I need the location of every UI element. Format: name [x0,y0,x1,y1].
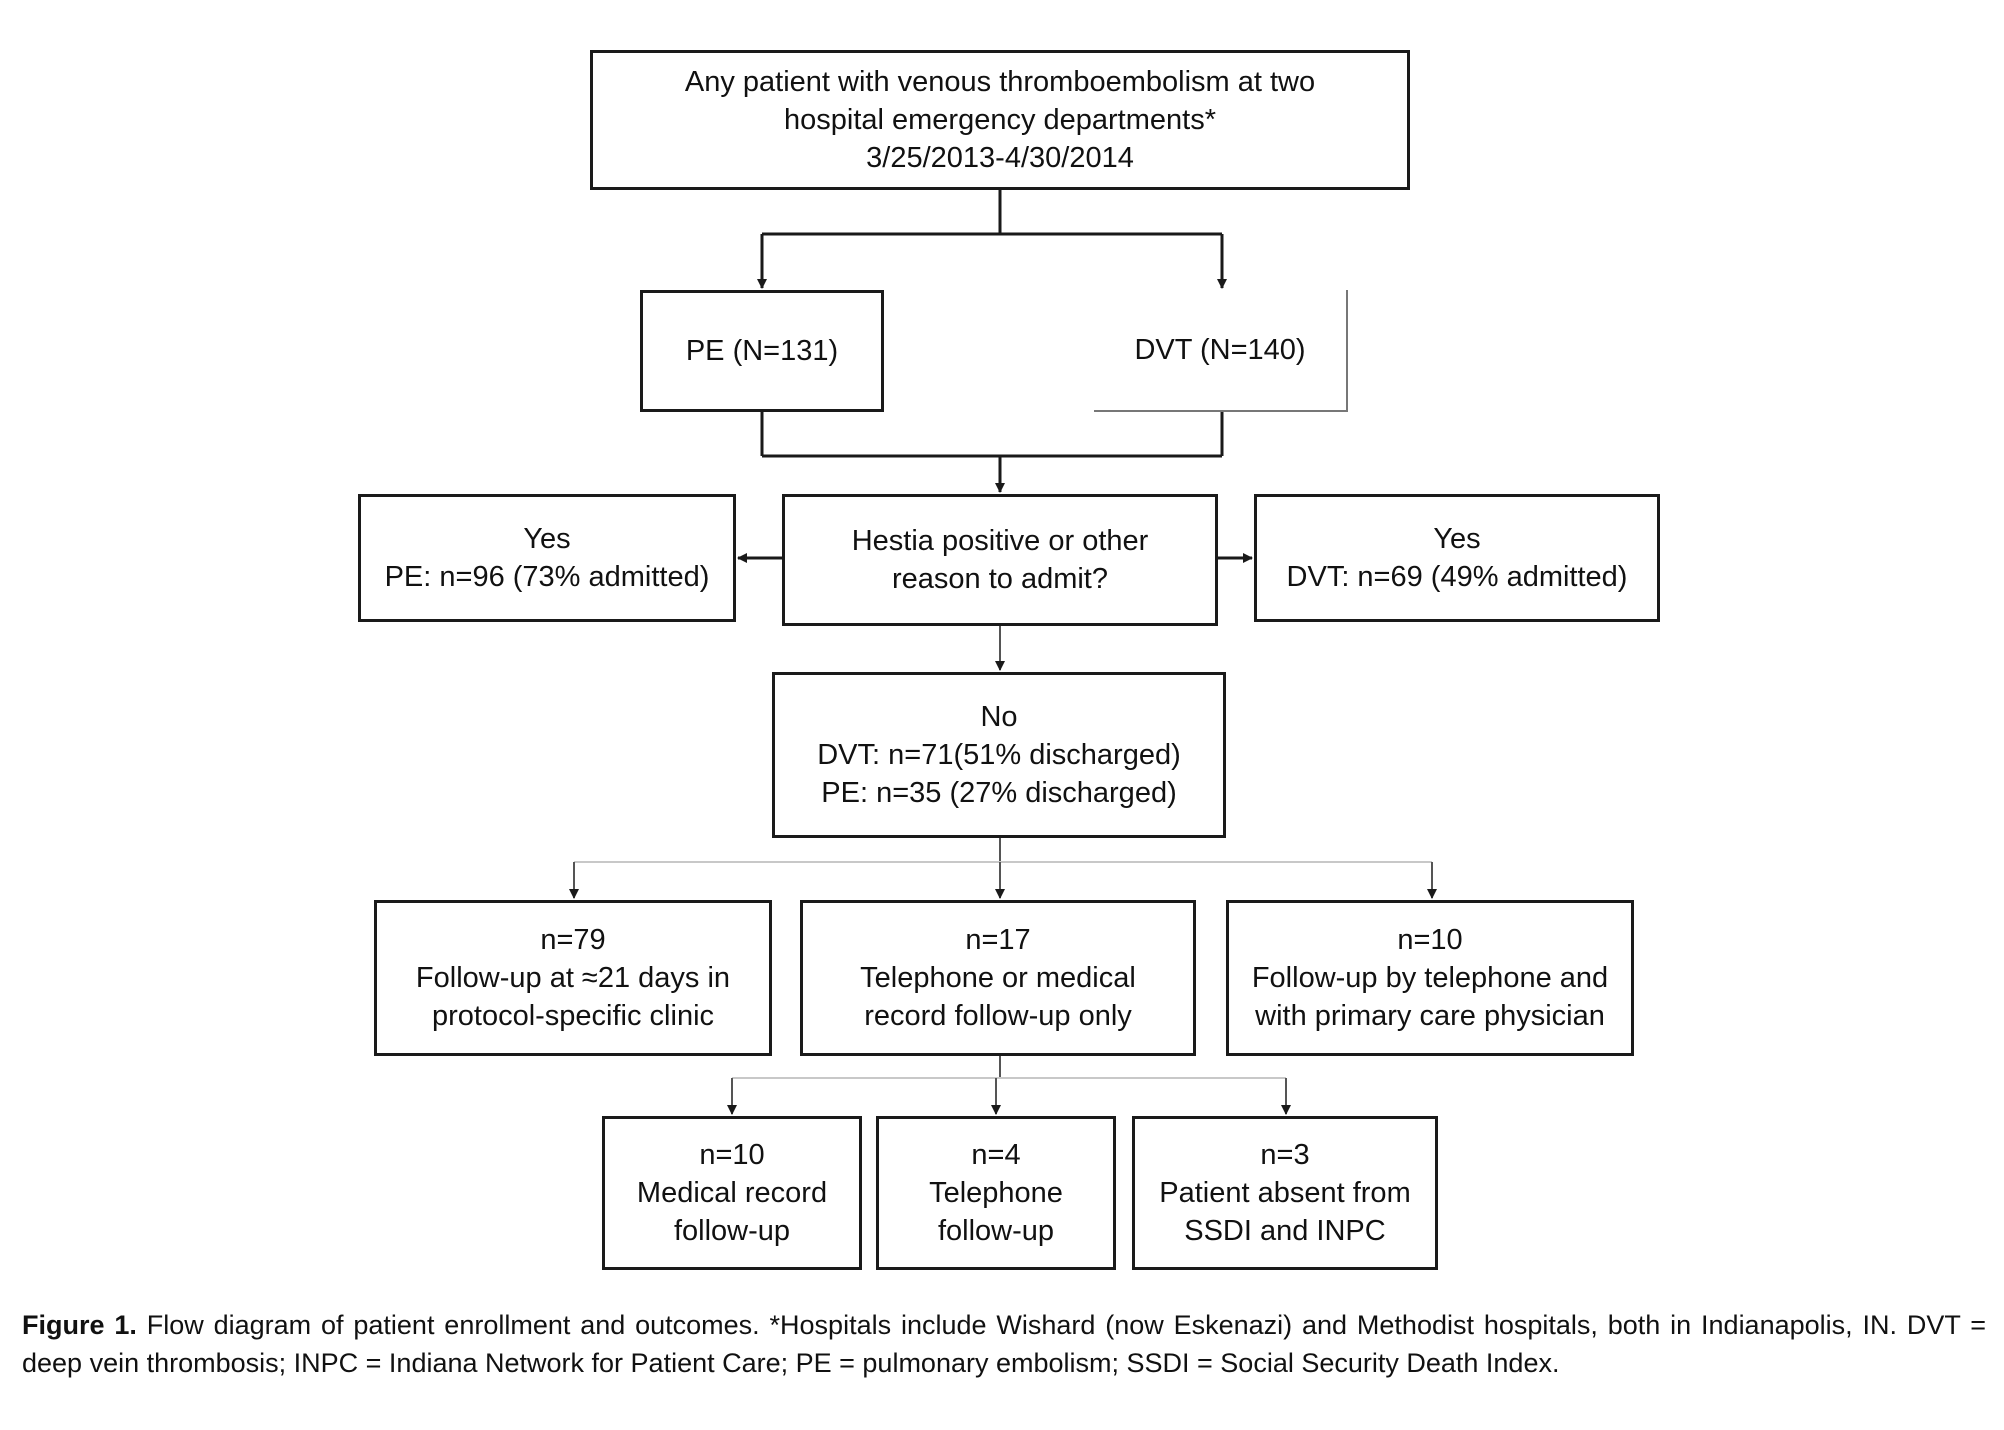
dvt-label: DVT (N=140) [1134,334,1306,366]
yes-pe-line-1: Yes [523,523,571,555]
yes-dvt-line-2: DVT: n=69 (49% admitted) [1286,561,1628,593]
connector-merge [760,412,1224,493]
no-line-3: PE: n=35 (27% discharged) [821,777,1177,809]
telephone-followup-box: n=4 Telephone follow-up [876,1116,1116,1270]
clinic-followup-box: n=79 Follow-up at ≈21 days in protocol-s… [374,900,772,1056]
absent-line-3: SSDI and INPC [1184,1215,1386,1247]
telephone-record-followup-box: n=17 Telephone or medical record follow-… [800,900,1196,1056]
telephone-record-line-3: record follow-up only [864,1000,1132,1032]
telephone-line-1: n=4 [971,1139,1021,1171]
primary-care-line-3: with primary care physician [1255,1000,1605,1032]
clinic-line-1: n=79 [540,924,606,956]
connector-bottom-split [727,1056,1291,1115]
figure-caption: Figure 1. Flow diagram of patient enroll… [22,1306,1986,1382]
clinic-line-2: Follow-up at ≈21 days in [415,962,731,994]
primary-care-line-1: n=10 [1397,924,1463,956]
primary-care-line-2: Follow-up by telephone and [1251,962,1609,994]
pe-label: PE (N=131) [685,335,839,367]
decision-line-2: reason to admit? [891,563,1108,595]
yes-dvt-line-1: Yes [1433,523,1481,555]
yes-pe-box: Yes PE: n=96 (73% admitted) [358,494,736,622]
medical-record-followup-box: n=10 Medical record follow-up [602,1116,862,1270]
yes-dvt-box: Yes DVT: n=69 (49% admitted) [1254,494,1660,622]
primary-care-followup-box: n=10 Follow-up by telephone and with pri… [1226,900,1634,1056]
dvt-box: DVT (N=140) [1094,290,1348,412]
no-discharged-box: No DVT: n=71(51% discharged) PE: n=35 (2… [772,672,1226,838]
enrollment-line-2: hospital emergency departments* [783,104,1216,136]
hestia-decision-box: Hestia positive or other reason to admit… [782,494,1218,626]
clinic-line-3: protocol-specific clinic [431,1000,715,1032]
absent-line-2: Patient absent from [1159,1177,1411,1209]
connector-no-split [569,838,1437,899]
telephone-record-line-2: Telephone or medical [860,962,1136,994]
enrollment-box: Any patient with venous thromboembolism … [590,50,1410,190]
decision-line-1: Hestia positive or other [851,525,1149,557]
pe-box: PE (N=131) [640,290,884,412]
telephone-line-3: follow-up [937,1215,1055,1247]
telephone-record-line-1: n=17 [965,924,1031,956]
medical-record-line-3: follow-up [673,1215,791,1247]
yes-pe-line-2: PE: n=96 (73% admitted) [384,561,710,593]
enrollment-line-1: Any patient with venous thromboembolism … [684,66,1316,98]
medical-record-line-2: Medical record [636,1177,828,1209]
no-line-2: DVT: n=71(51% discharged) [817,739,1181,771]
no-line-1: No [980,701,1018,733]
telephone-line-2: Telephone [929,1177,1063,1209]
medical-record-line-1: n=10 [699,1139,765,1171]
absent-from-registry-box: n=3 Patient absent from SSDI and INPC [1132,1116,1438,1270]
absent-line-1: n=3 [1260,1139,1310,1171]
enrollment-line-3: 3/25/2013-4/30/2014 [866,142,1134,174]
caption-label: Figure 1. [22,1310,137,1340]
caption-text: Flow diagram of patient enrollment and o… [22,1310,1986,1378]
connector-top-split [757,190,1227,289]
